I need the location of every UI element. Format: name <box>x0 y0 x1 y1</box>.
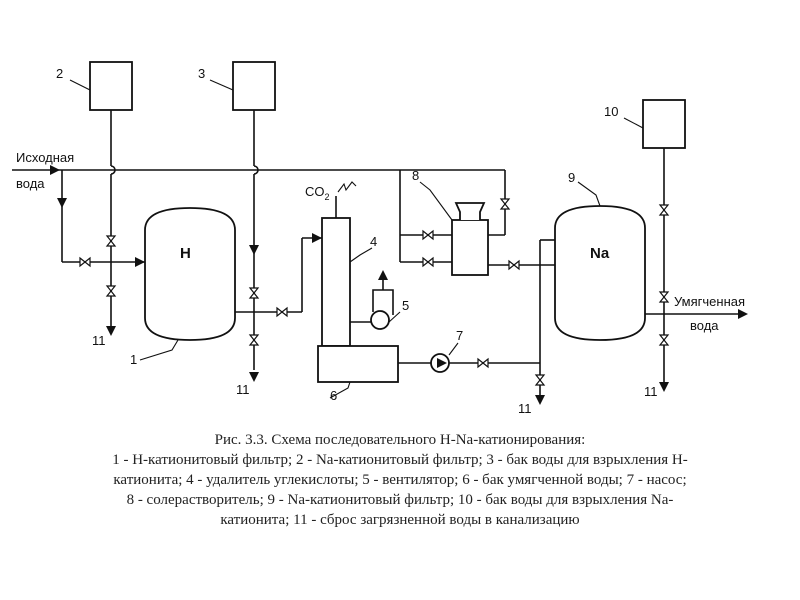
outlet-label-2: вода <box>690 318 719 333</box>
outlet-label-1: Умягченная <box>674 294 745 309</box>
label-2: 2 <box>56 66 63 81</box>
tank-2 <box>89 61 133 111</box>
drain-label-b: 11 <box>236 382 250 397</box>
tank-10 <box>642 99 686 149</box>
soft-water-tank <box>317 345 399 383</box>
caption-line: 8 - солерастворитель; 9 - Na-катионитовы… <box>126 492 674 508</box>
label-5: 5 <box>402 298 409 313</box>
label-4: 4 <box>370 234 377 249</box>
fan <box>370 310 390 330</box>
inlet-label-2: вода <box>16 176 45 191</box>
co2-label: CO2 <box>305 184 330 202</box>
caption-line: катионита; 11 - сброс загрязненной воды … <box>220 512 580 528</box>
salt-dissolver <box>451 219 489 276</box>
label-3: 3 <box>198 66 205 81</box>
label-1: 1 <box>130 352 137 367</box>
na-cation-filter <box>554 205 646 341</box>
drain-label-a: 11 <box>92 333 106 348</box>
label-7: 7 <box>456 328 463 343</box>
caption-title: Рис. 3.3. Схема последовательного H-Na-к… <box>214 432 586 448</box>
drain-label-d: 11 <box>644 384 658 399</box>
caption-line: катионита; 4 - удалитель углекислоты; 5 … <box>113 472 687 488</box>
inlet-label-1: Исходная <box>16 150 74 165</box>
label-8: 8 <box>412 168 419 183</box>
h-cation-filter <box>144 207 236 341</box>
figure-caption: Рис. 3.3. Схема последовательного H-Na-к… <box>0 430 800 530</box>
label-9: 9 <box>568 170 575 185</box>
na-filter-label: Na <box>590 245 610 262</box>
label-10: 10 <box>604 104 618 119</box>
caption-line: 1 - H-катионитовый фильтр; 2 - Na-катион… <box>112 452 688 468</box>
drain-label-c: 11 <box>518 401 532 416</box>
ion-exchange-scheme: Исходная вода Умягченная вода CO2 H Na 1… <box>12 61 748 416</box>
label-6: 6 <box>330 388 337 403</box>
tank-3 <box>232 61 276 111</box>
h-filter-label: H <box>180 245 191 262</box>
co2-degasser <box>321 217 351 347</box>
